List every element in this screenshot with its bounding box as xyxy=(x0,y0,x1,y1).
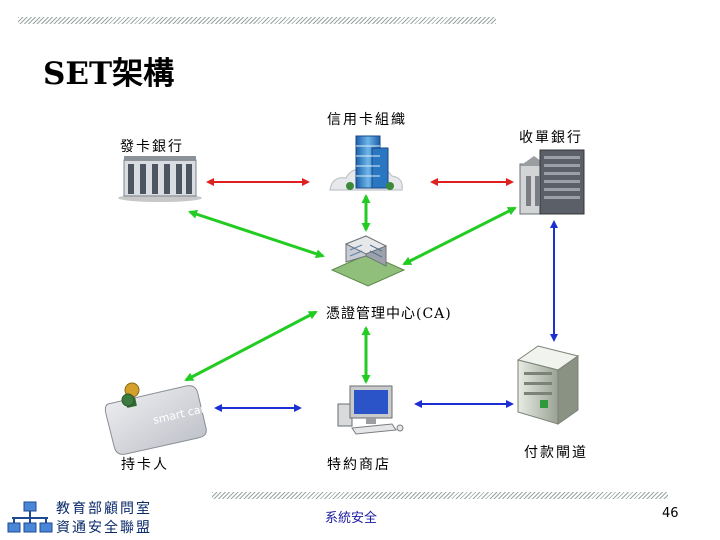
label-cardholder: 持卡人 xyxy=(121,457,169,473)
network-logo-icon xyxy=(7,501,53,533)
arrow-acquirer-ca xyxy=(402,206,517,266)
merchant-computer-icon xyxy=(337,385,404,435)
logo-line-2: 資通安全聯盟 xyxy=(56,520,152,536)
slide-title: SET架構 xyxy=(43,56,175,92)
arrow-ca-cardholder xyxy=(184,310,318,382)
label-ca: 憑證管理中心(CA) xyxy=(326,306,452,322)
label-card-organization: 信用卡組織 xyxy=(327,112,407,128)
label-acquirer-bank: 收單銀行 xyxy=(519,130,583,146)
bottom-hatch-bar xyxy=(212,492,668,499)
logo-line-1: 教育部顧問室 xyxy=(56,501,152,517)
page-number: 46 xyxy=(662,506,679,521)
label-payment-gateway: 付款閘道 xyxy=(524,445,588,461)
issuer-bank-icon xyxy=(118,156,202,202)
top-hatch-bar xyxy=(18,17,496,24)
card-organization-icon xyxy=(329,135,403,191)
arrow-issuer-ca xyxy=(188,209,325,259)
logo-text: 教育部顧問室 資通安全聯盟 xyxy=(56,500,152,538)
acquirer-bank-icon xyxy=(519,149,585,215)
label-merchant: 特約商店 xyxy=(327,457,391,473)
footer-text: 系統安全 xyxy=(325,511,378,526)
ca-building-icon xyxy=(330,235,406,287)
label-issuer-bank: 發卡銀行 xyxy=(120,139,184,155)
smart-card-icon: smart card xyxy=(104,382,213,455)
payment-gateway-server-icon xyxy=(516,345,580,425)
